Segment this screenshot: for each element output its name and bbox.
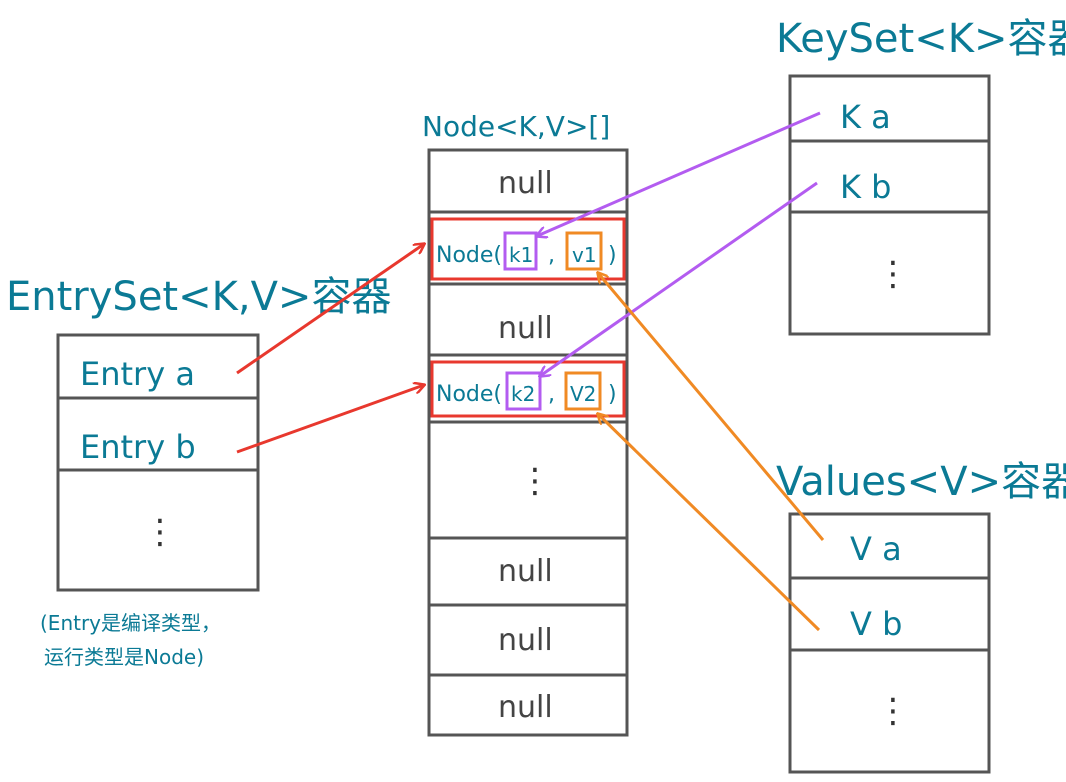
- node2-value: V2: [570, 382, 596, 406]
- slot-null-3: null: [498, 554, 553, 589]
- slot-null-5: null: [498, 690, 553, 725]
- node1-suffix: ): [608, 243, 617, 268]
- arrow-entry-b-to-node2: [236, 385, 424, 454]
- node2-highlight: [430, 360, 626, 418]
- node2-key-box: [505, 371, 542, 411]
- entryset-note-line1: (Entry是编译类型，: [40, 611, 221, 635]
- node-array-box: [427, 148, 629, 737]
- keyset-title: KeySet<K>容器: [776, 16, 1066, 62]
- slot-null-2: null: [498, 311, 553, 346]
- entryset-row-a: Entry a: [80, 355, 195, 393]
- keyset-box: [788, 74, 991, 336]
- slot-null-1: null: [498, 166, 553, 201]
- node2-value-box: [564, 371, 602, 411]
- values-row-b: V b: [850, 605, 902, 643]
- arrow-key-b-to-k2: [540, 181, 818, 376]
- keyset-ellipsis: ⋮: [876, 254, 910, 294]
- node1-key: k1: [509, 243, 533, 267]
- entryset-ellipsis: ⋮: [143, 512, 177, 552]
- node1-value-box: [565, 231, 603, 271]
- entryset-note-line2: 运行类型是Node): [44, 645, 204, 669]
- values-ellipsis: ⋮: [876, 691, 910, 731]
- node1-value: v1: [572, 243, 597, 267]
- entryset-title: EntrySet<K,V>容器: [6, 274, 391, 320]
- arrow-value-a-to-v1: [598, 273, 825, 541]
- node2-prefix: Node(: [436, 382, 502, 407]
- node1-highlight: [430, 217, 626, 281]
- node2-key: k2: [511, 382, 535, 406]
- keyset-row-b: K b: [840, 168, 891, 206]
- node1-key-box: [503, 231, 538, 271]
- node-array-title: Node<K,V>[]: [422, 110, 610, 143]
- values-title: Values<V>容器: [776, 459, 1066, 505]
- node-array-ellipsis: ⋮: [518, 461, 552, 501]
- keyset-row-a: K a: [840, 98, 891, 136]
- slot-null-4: null: [498, 623, 553, 658]
- entryset-box: [56, 333, 260, 592]
- node2-suffix: ): [608, 382, 617, 407]
- arrow-entry-a-to-node1: [236, 244, 424, 375]
- arrow-value-b-to-v2: [598, 414, 821, 632]
- values-row-a: V a: [850, 530, 902, 568]
- node2-sep: ,: [548, 382, 555, 407]
- entryset-row-b: Entry b: [80, 428, 196, 466]
- node1-sep: ,: [548, 243, 555, 268]
- node1-prefix: Node(: [436, 243, 502, 268]
- values-box: [788, 512, 991, 774]
- arrow-key-a-to-k1: [537, 111, 821, 236]
